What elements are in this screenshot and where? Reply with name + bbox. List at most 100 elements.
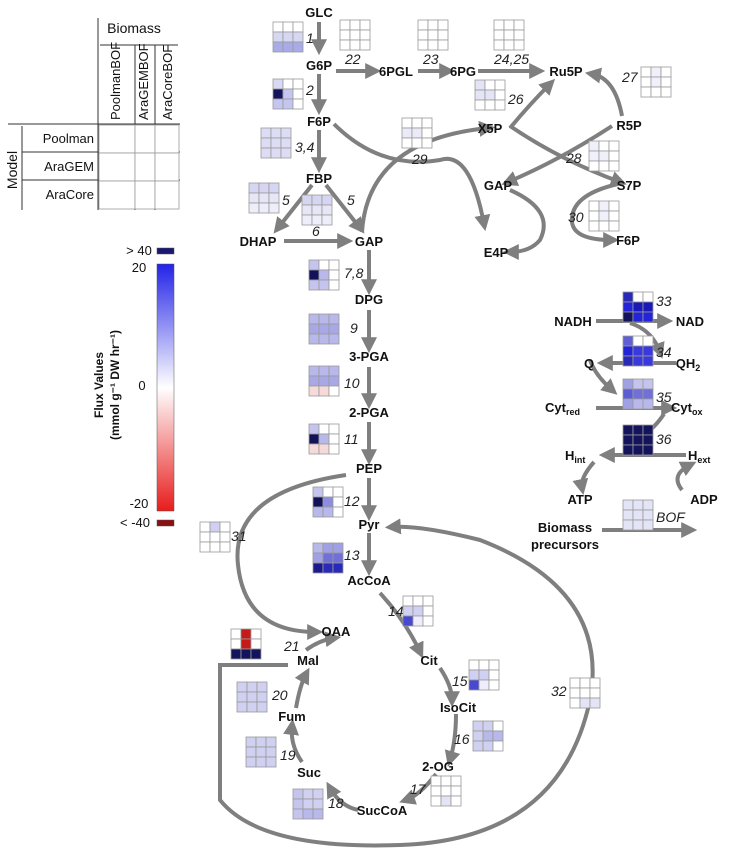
flux-cell xyxy=(401,127,413,139)
flux-cell xyxy=(359,29,371,41)
flux-cell xyxy=(98,124,136,154)
flux-cell xyxy=(492,720,504,732)
flux-cell xyxy=(417,39,429,51)
flux-cell xyxy=(134,124,156,154)
flux-cell xyxy=(660,86,672,98)
colorbar: > 40 20 0 -20 < -40 Flux Values (mmol g⁻… xyxy=(92,243,175,530)
metabolite-2pga: 2-PGA xyxy=(349,405,389,420)
flux-cell xyxy=(569,697,581,709)
flux-cell xyxy=(598,140,610,152)
flux-cell xyxy=(256,701,268,713)
flux-cell xyxy=(292,808,304,820)
flux-cell xyxy=(632,345,644,357)
flux-cell xyxy=(412,615,424,627)
flux-cell xyxy=(339,19,351,31)
metabolite-hext: Hext xyxy=(688,448,710,465)
flux-cell xyxy=(488,659,500,671)
flux-grid-1 xyxy=(272,21,304,53)
flux-cell xyxy=(154,124,180,154)
metabolite-biomass-line2: precursors xyxy=(531,537,599,552)
metabolite-nad: NAD xyxy=(676,314,704,329)
metabolite-cytred: Cytred xyxy=(545,400,580,417)
flux-cell xyxy=(402,605,414,617)
flux-cell xyxy=(402,595,414,607)
flux-cell xyxy=(622,444,634,456)
flux-cell xyxy=(302,798,314,810)
flux-cell xyxy=(328,385,340,397)
flux-cell xyxy=(569,677,581,689)
metabolite-qh2: QH2 xyxy=(676,356,701,373)
flux-cell xyxy=(401,137,413,149)
flux-cell xyxy=(322,562,334,574)
flux-grid-10 xyxy=(308,365,340,397)
flux-cell xyxy=(579,677,591,689)
flux-cell xyxy=(622,301,634,313)
flux-cell xyxy=(332,506,344,518)
flux-cell xyxy=(328,365,340,377)
flux-cell xyxy=(318,279,330,291)
row-header-aragem: AraGEM xyxy=(44,159,94,174)
reaction-label-31: 31 xyxy=(231,528,247,544)
metabolite-x5p: X5P xyxy=(478,121,503,136)
flux-cell xyxy=(292,21,304,33)
flux-cell xyxy=(589,677,601,689)
reaction-labels: 1 2 3,4 5 5 6 7,8 9 10 11 12 13 14 15 16… xyxy=(231,30,686,811)
flux-cell xyxy=(318,269,330,281)
flux-cell xyxy=(488,669,500,681)
flux-cell xyxy=(272,21,284,33)
flux-cell xyxy=(608,140,620,152)
flux-cell xyxy=(240,638,252,650)
flux-cell xyxy=(265,756,277,768)
flux-cell xyxy=(312,506,324,518)
colorbar-title-line2: (mmol g⁻¹ DW hr⁻¹) xyxy=(108,330,122,440)
flux-cell xyxy=(642,434,654,446)
flux-cell xyxy=(312,562,324,574)
flux-cell xyxy=(292,41,304,53)
reaction-label-14: 14 xyxy=(388,603,404,619)
flux-cell xyxy=(622,509,634,521)
model-header: Model xyxy=(4,151,20,189)
flux-cell xyxy=(209,531,221,543)
flux-cell xyxy=(579,697,591,709)
flux-cell xyxy=(427,29,439,41)
flux-cell xyxy=(312,798,324,810)
flux-cell xyxy=(322,486,334,498)
flux-cell xyxy=(255,756,267,768)
flux-grid-20 xyxy=(236,681,268,713)
metabolite-adp: ADP xyxy=(690,492,718,507)
metabolite-pyr: Pyr xyxy=(359,517,380,532)
flux-cell xyxy=(311,194,323,206)
flux-cell xyxy=(311,204,323,216)
reaction-label-24-25: 24,25 xyxy=(493,51,529,67)
metabolite-cit: Cit xyxy=(420,653,438,668)
flux-cell xyxy=(482,740,494,752)
flux-cell xyxy=(484,79,496,91)
flux-cell xyxy=(301,214,313,226)
metabolite-biomass-line1: Biomass xyxy=(538,520,592,535)
flux-cell xyxy=(608,150,620,162)
flux-cell xyxy=(328,423,340,435)
flux-cell xyxy=(359,19,371,31)
flux-cell xyxy=(579,687,591,699)
reaction-label-18: 18 xyxy=(328,795,344,811)
colorbar-title-line1: Flux Values xyxy=(92,352,106,418)
flux-cell xyxy=(622,355,634,367)
flux-cell xyxy=(622,499,634,511)
flux-cell xyxy=(589,697,601,709)
flux-cell xyxy=(248,202,260,214)
flux-cell xyxy=(598,220,610,232)
reaction-label-5b: 5 xyxy=(347,192,355,208)
flux-grid-36 xyxy=(622,424,654,456)
flux-cell xyxy=(642,398,654,410)
flux-grid-18 xyxy=(292,788,324,820)
metabolite-nadh: NADH xyxy=(554,314,592,329)
flux-cell xyxy=(493,29,505,41)
metabolite-q: Q xyxy=(584,356,594,371)
flux-grid-22 xyxy=(339,19,371,51)
flux-grid-5a xyxy=(248,182,280,214)
flux-cell xyxy=(332,552,344,564)
metabolite-3pga: 3-PGA xyxy=(349,349,389,364)
flux-cell xyxy=(280,127,292,139)
flux-cell xyxy=(488,679,500,691)
flux-grid-14 xyxy=(402,595,434,627)
